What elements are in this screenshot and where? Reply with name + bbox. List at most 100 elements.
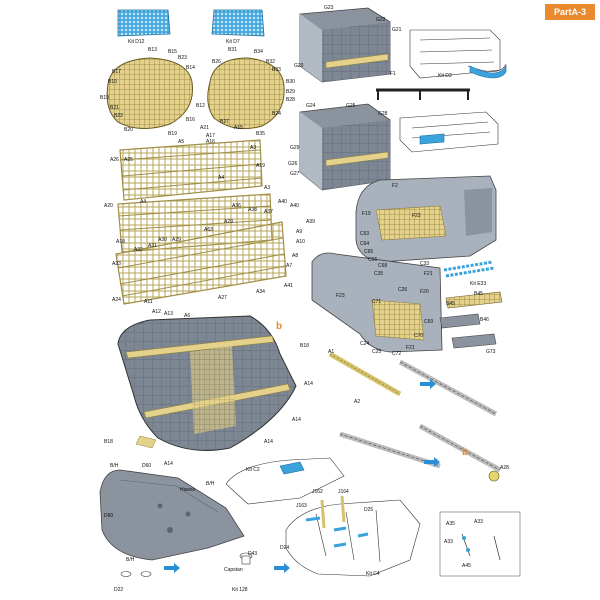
label-a32: A32 (134, 247, 143, 253)
label-c72: C72 (392, 351, 402, 357)
label-b33: B33 (272, 67, 281, 73)
label-b17: B17 (112, 69, 121, 75)
label-g73: G73 (486, 349, 496, 355)
label-d60b: D60 (104, 513, 114, 519)
label-a26: A26 (110, 157, 119, 163)
arrow-right-4 (274, 563, 290, 573)
arrow-right-1 (420, 379, 436, 389)
label-a21: A21 (200, 125, 209, 131)
label-c70: C70 (414, 333, 424, 339)
label-c26: C26 (398, 287, 408, 293)
kit-d12-plate (117, 9, 171, 37)
label-kit-e33: Kit E33 (470, 281, 487, 287)
part-tag: PartA-3 (545, 4, 595, 20)
rail-lower-white (418, 423, 502, 473)
label-c66: C66 (368, 257, 378, 263)
arrow-right-2 (424, 457, 440, 467)
label-b19b: B19 (168, 131, 177, 137)
label-b23: B23 (178, 55, 187, 61)
label-b15: B15 (168, 49, 177, 55)
label-g22: G22 (376, 17, 386, 23)
label-c69: C69 (424, 319, 434, 325)
label-a16: A16 (206, 139, 215, 145)
label-kit-c2: Kit C2 (246, 467, 260, 473)
label-a41: A41 (284, 283, 293, 289)
label-g26: G26 (288, 161, 298, 167)
label-b26: B26 (212, 59, 221, 65)
label-a38: A38 (248, 207, 257, 213)
label-c63: C63 (360, 231, 370, 237)
label-a37: A37 (264, 209, 273, 215)
label-a7: A7 (286, 263, 293, 269)
label-a35: A35 (446, 521, 455, 527)
label-b45b: B45 (474, 291, 483, 297)
hull-box-upper (299, 7, 391, 83)
label-b46: B46 (480, 317, 489, 323)
label-a13: A13 (164, 311, 173, 317)
label-b18b: B18 (104, 439, 113, 445)
label-a29: A29 (224, 219, 233, 225)
label-hawse: Hawse (180, 487, 196, 493)
label-a20: A20 (104, 203, 113, 209)
kit-d7-plate (211, 9, 265, 37)
label-a10: A10 (296, 239, 305, 245)
f1-rail (376, 88, 470, 100)
label-b20: B20 (124, 127, 133, 133)
label-j164: J164 (338, 489, 349, 495)
superstructure-outline-1 (409, 29, 507, 79)
label-c35: C35 (374, 271, 384, 277)
label-bh-3: B/H (126, 557, 135, 563)
label-a4b: A4 (140, 199, 147, 205)
label-b30: B30 (286, 79, 295, 85)
label-c65: C65 (364, 249, 374, 255)
label-f20: F20 (420, 289, 429, 295)
label-b12: B12 (196, 103, 205, 109)
arrow-right-3 (164, 563, 180, 573)
label-g25: G25 (346, 103, 356, 109)
label-a14d: A14 (164, 461, 173, 467)
label-d22: D22 (114, 587, 124, 593)
b46-bar (439, 313, 481, 329)
label-a34: A34 (256, 289, 265, 295)
label-b32: B32 (266, 59, 275, 65)
label-b-mark-1: b (276, 321, 283, 332)
label-b22: B22 (114, 113, 123, 119)
label-b31: B31 (228, 47, 237, 53)
label-f1: F1 (390, 71, 396, 77)
label-b45: B45 (446, 301, 455, 307)
label-b34: B34 (254, 49, 263, 55)
label-a3: A3 (250, 145, 257, 151)
label-d43: D43 (248, 551, 258, 557)
label-b19: B19 (100, 95, 109, 101)
label-a30: A30 (158, 237, 167, 243)
label-b-mark-2: b (462, 447, 469, 458)
label-a39: A39 (306, 219, 315, 225)
label-g21: G21 (392, 27, 402, 33)
label-g29: G29 (290, 145, 300, 151)
label-a14c: A14 (264, 439, 273, 445)
label-c64: C64 (360, 241, 370, 247)
label-b21: B21 (110, 105, 119, 111)
label-a31: A31 (148, 243, 157, 249)
label-b24: B24 (272, 111, 281, 117)
bow-deck (99, 469, 245, 561)
label-b18: B18 (300, 343, 309, 349)
label-a28: A28 (500, 465, 509, 471)
label-a33b: A33 (444, 539, 453, 545)
label-b28: B28 (286, 97, 295, 103)
label-f19: F19 (362, 211, 371, 217)
inset-detail (439, 511, 521, 577)
capstan-part (239, 552, 253, 565)
superstructure-outline-2 (399, 111, 499, 153)
label-a3b: A3 (264, 185, 271, 191)
label-bh: B/H (110, 463, 119, 469)
main-deck (117, 315, 297, 451)
label-g23: G23 (324, 5, 334, 11)
label-b10: B10 (108, 79, 117, 85)
label-d25: D25 (364, 507, 374, 513)
label-b27: B27 (220, 119, 229, 125)
label-a19: A19 (256, 163, 265, 169)
label-c25: C25 (372, 349, 382, 355)
